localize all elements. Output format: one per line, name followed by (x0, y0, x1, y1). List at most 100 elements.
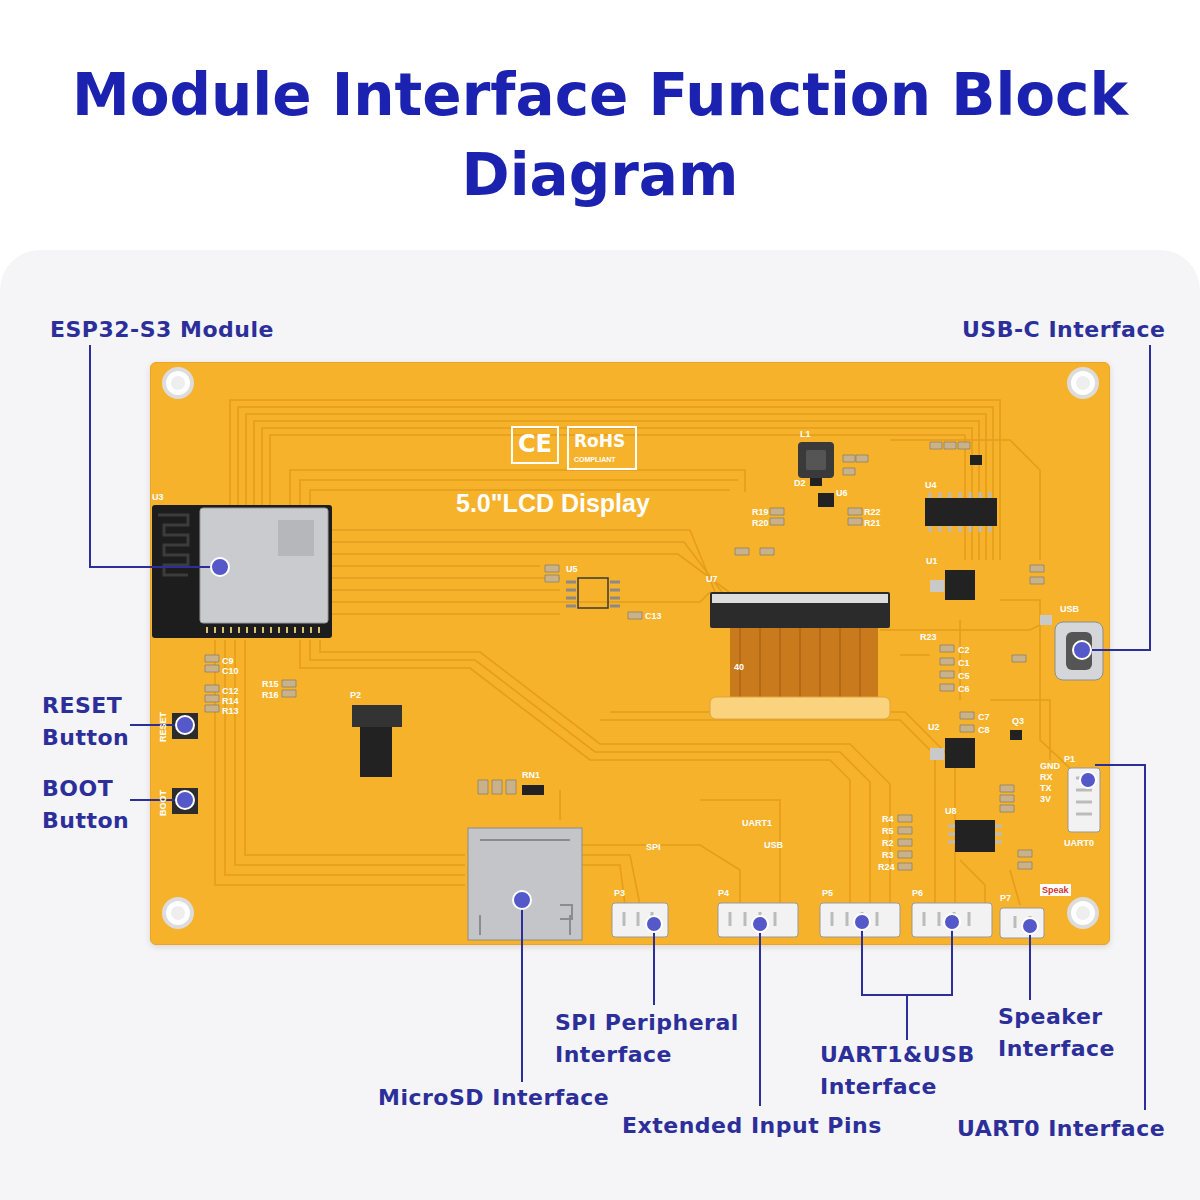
callout-dot (513, 891, 531, 909)
pcb-trace (960, 860, 1020, 905)
rohs-mark-text: COMPLIANT (574, 456, 616, 464)
callout-dot (176, 716, 194, 734)
esp32-module-pcb (152, 505, 332, 638)
callout-dot (211, 558, 229, 576)
silkscreen-label: U7 (706, 574, 718, 584)
callout-label: Speaker Interface (998, 1001, 1148, 1065)
silkscreen-label: R14 (222, 696, 239, 706)
silkscreen-label: P1 (1064, 754, 1075, 764)
silkscreen-label: U2 (928, 722, 940, 732)
passive-components (205, 442, 1044, 870)
reset-button (172, 713, 198, 739)
fpc-connector (710, 592, 890, 628)
connector-pins (1076, 778, 1092, 814)
ce-mark: CE (518, 430, 552, 458)
pcb-trace (215, 640, 465, 885)
silkscreen-label: P6 (912, 888, 923, 898)
inductor (798, 442, 834, 478)
usb-pad (1040, 615, 1052, 625)
chip (925, 498, 997, 526)
inductor (806, 450, 826, 470)
callout-label: Extended Input Pins (622, 1112, 882, 1140)
silkscreen-label: P7 (1000, 893, 1011, 903)
silkscreen-label: C13 (645, 611, 662, 621)
silkscreen-label: C6 (958, 684, 970, 694)
silkscreen-label: R5 (882, 826, 894, 836)
regulator (945, 738, 975, 768)
page-title: Module Interface Function Block Diagram (70, 55, 1130, 215)
mounting-hole (1076, 906, 1090, 920)
callout-dot (944, 914, 960, 930)
silkscreen-label: C7 (978, 712, 990, 722)
fpc-connector (352, 705, 402, 727)
pcb-trace (300, 640, 955, 905)
module-shield (200, 508, 328, 623)
connector-pins (624, 912, 1030, 928)
callout-label: USB-C Interface (962, 316, 1165, 344)
usb-c-opening (1066, 632, 1092, 670)
input-connector (718, 903, 798, 937)
silkscreen-label: RX (1040, 772, 1053, 782)
callout-label: BOOT Button (42, 773, 152, 837)
antenna-trace (158, 515, 188, 575)
pcb-trace (230, 400, 1000, 560)
silkscreen-label: D2 (794, 478, 806, 488)
callout-dot (1022, 918, 1038, 934)
silkscreen-label: UART1 (742, 818, 772, 828)
silkscreen-label: C5 (958, 671, 970, 681)
silkscreen-label: GND (1040, 761, 1060, 771)
silkscreen-label: C12 (222, 686, 239, 696)
mounting-hole (171, 906, 185, 920)
regulator-tab (930, 748, 944, 760)
silkscreen-label: Q3 (1012, 716, 1024, 726)
silkscreen-label: R16 (262, 690, 279, 700)
regulator (945, 570, 975, 600)
module-pads (206, 627, 320, 633)
callout-label: UART0 Interface (957, 1115, 1165, 1143)
silkscreen-label: RESET (158, 712, 168, 742)
uart0-connector (1068, 768, 1100, 832)
silkscreen-label: R15 (262, 679, 279, 689)
silkscreen-label: USB (1060, 604, 1079, 614)
node-label: 5.0"LCD Display (456, 489, 650, 518)
pcb-trace (880, 440, 1072, 770)
silkscreen-label: P2 (350, 690, 361, 700)
silkscreen-label: U3 (152, 492, 164, 502)
regulator-tab (930, 580, 944, 592)
silkscreen-label: USB (764, 840, 783, 850)
mounting-hole (1076, 376, 1090, 390)
mounting-hole (1069, 369, 1097, 397)
microsd-slot (468, 828, 582, 940)
fpc-latch (712, 594, 888, 603)
silkscreen-label: R3 (882, 850, 894, 860)
uart1-connector (820, 903, 900, 937)
fpc-ribbon (730, 628, 878, 698)
silkscreen-label: TX (1040, 783, 1052, 793)
transistor (970, 455, 982, 465)
silkscreen-label: 40 (734, 662, 744, 672)
chip-pins (566, 582, 620, 606)
silkscreen-label: R22 (864, 507, 881, 517)
callout-label: ESP32-S3 Module (50, 316, 274, 344)
spi-connector (612, 903, 668, 937)
silkscreen-label: C1 (958, 658, 970, 668)
silkscreen-label: 3V (1040, 794, 1051, 804)
mounting-hole (171, 376, 185, 390)
leader-lines (90, 345, 1150, 1110)
qr-code (278, 520, 314, 556)
silkscreen-label: BOOT (158, 790, 168, 816)
diode (810, 478, 822, 486)
usb-connector (912, 903, 992, 937)
chip-pins (930, 492, 990, 532)
silkscreen-label: C8 (978, 725, 990, 735)
silkscreen-label: U5 (566, 564, 578, 574)
silkscreen-label: C9 (222, 656, 234, 666)
silkscreen-label: R20 (752, 518, 769, 528)
pcb-trace (290, 470, 745, 505)
silkscreen-label: U6 (836, 488, 848, 498)
silkscreen-label: SPI (646, 842, 661, 852)
silkscreen-tag: Speak (1040, 884, 1071, 896)
